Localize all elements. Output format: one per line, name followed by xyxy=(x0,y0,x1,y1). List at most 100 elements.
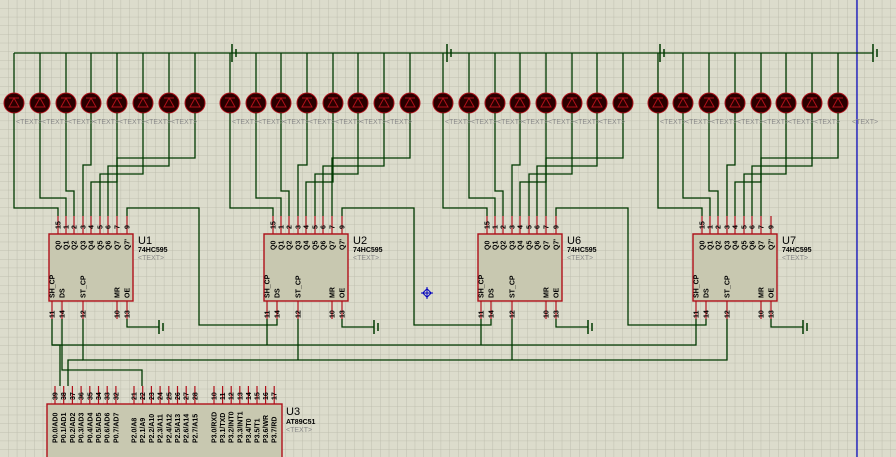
pin-number: 35 xyxy=(87,392,94,400)
battery-icon xyxy=(872,44,878,62)
chip-ref: U3 xyxy=(286,406,300,418)
pin-name: Q5 xyxy=(527,241,534,250)
pin-name: OE xyxy=(554,288,561,298)
led-text: <TEXT> xyxy=(711,119,737,126)
led[interactable] xyxy=(647,53,669,114)
pin-number: 17 xyxy=(272,392,279,400)
led[interactable] xyxy=(612,53,634,114)
pin-name: P2.5/A13 xyxy=(175,414,182,443)
battery-icon xyxy=(231,44,237,62)
pin-name: Q7 xyxy=(544,241,551,250)
chip-u1[interactable] xyxy=(48,216,134,319)
ground-icon xyxy=(802,320,808,334)
pin-number: 6 xyxy=(106,225,113,229)
chip-part: AT89C51 xyxy=(286,419,316,426)
pin-number: 1 xyxy=(64,225,71,229)
chip-ref: U1 xyxy=(138,235,152,247)
pin-name: P2.7/A15 xyxy=(192,414,199,443)
led-text: <TEXT> xyxy=(93,119,119,126)
led-wire xyxy=(708,113,719,216)
led[interactable] xyxy=(322,53,344,114)
pin-name: MR xyxy=(330,287,337,298)
led[interactable] xyxy=(586,53,608,114)
led-wire xyxy=(751,113,813,216)
chip-ref: U7 xyxy=(782,235,796,247)
pin-name: DS xyxy=(489,288,496,298)
pin-name: P2.1/A9 xyxy=(140,418,147,443)
led-wire xyxy=(545,113,624,216)
led-text: <TEXT> xyxy=(737,119,763,126)
pin-number: 7 xyxy=(330,225,337,229)
led-wire xyxy=(280,113,290,216)
led-text: <TEXT> xyxy=(574,119,600,126)
pin-name: P0.4/AD4 xyxy=(87,413,94,443)
led[interactable] xyxy=(827,53,849,114)
pin-name: Q4 xyxy=(733,241,740,250)
pin-number: 32 xyxy=(113,392,120,400)
led-wire xyxy=(322,113,385,216)
led[interactable] xyxy=(29,53,51,114)
cascade-wire xyxy=(126,207,278,326)
led[interactable] xyxy=(672,53,694,114)
led[interactable] xyxy=(775,53,797,114)
led-text: <TEXT> xyxy=(258,119,284,126)
led[interactable] xyxy=(724,53,746,114)
chip-u6[interactable] xyxy=(477,216,563,319)
pin-name: P2.0/A8 xyxy=(132,418,139,443)
led[interactable] xyxy=(458,53,480,114)
led[interactable] xyxy=(561,53,583,114)
chip-u7[interactable] xyxy=(692,216,778,319)
ground-icon xyxy=(373,320,379,334)
led[interactable] xyxy=(296,53,318,114)
led[interactable] xyxy=(132,53,154,114)
led[interactable] xyxy=(55,53,77,114)
led[interactable] xyxy=(106,53,128,114)
pin-number: 27 xyxy=(184,392,191,400)
led[interactable] xyxy=(3,53,25,114)
pin-number: 10 xyxy=(544,310,551,318)
pin-number: 2 xyxy=(716,225,723,229)
pin-number: 3 xyxy=(296,225,303,229)
cascade-wire xyxy=(555,207,707,326)
pin-name: P0.6/AD6 xyxy=(105,413,112,443)
latch-bus xyxy=(82,319,728,361)
led[interactable] xyxy=(801,53,823,114)
led[interactable] xyxy=(698,53,720,114)
pin-name: MR xyxy=(759,287,766,298)
led[interactable] xyxy=(432,53,454,114)
led-wire xyxy=(511,113,521,216)
chip-text: <TEXT> xyxy=(286,427,312,434)
led[interactable] xyxy=(750,53,772,114)
led[interactable] xyxy=(484,53,506,114)
pin-name: P3.1/TXD xyxy=(220,413,227,443)
pin-number: 5 xyxy=(742,225,749,229)
pin-name: Q0 xyxy=(56,241,63,250)
pin-number: 14 xyxy=(246,392,253,400)
pin-name: P3.3/INT1 xyxy=(237,411,244,443)
led-wire xyxy=(229,113,274,216)
led-wire xyxy=(90,113,118,216)
led-wire xyxy=(39,113,67,216)
pin-number: 14 xyxy=(275,310,282,318)
led-text: <TEXT> xyxy=(497,119,523,126)
chip-u2[interactable] xyxy=(263,216,349,319)
led-text: <TEXT> xyxy=(360,119,386,126)
pin-number: 24 xyxy=(158,392,165,400)
pin-name: Q2 xyxy=(72,241,79,250)
pin-number: 6 xyxy=(750,225,757,229)
pin-name: P0.5/AD5 xyxy=(96,413,103,443)
led-text: <TEXT> xyxy=(16,119,42,126)
pin-name: Q7' xyxy=(340,239,347,250)
led-wire xyxy=(734,113,762,216)
led[interactable] xyxy=(219,53,241,114)
chip-u3[interactable] xyxy=(46,386,283,457)
led-wire xyxy=(99,113,144,216)
pin-number: 3 xyxy=(81,225,88,229)
battery-icon xyxy=(659,44,665,62)
chip-ref: U6 xyxy=(567,235,581,247)
led[interactable] xyxy=(373,53,395,114)
pin-name: Q5 xyxy=(313,241,320,250)
pin-number: 15 xyxy=(700,221,707,229)
led-wire xyxy=(297,113,308,216)
